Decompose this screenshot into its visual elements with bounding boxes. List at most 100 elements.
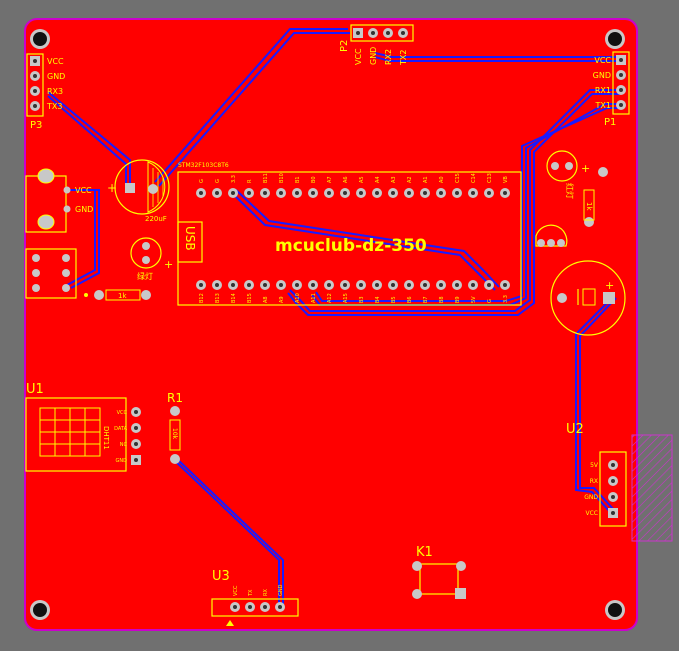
board [24, 18, 638, 631]
mcu-top-pin-label: A3 [391, 176, 397, 183]
power-jack: VCC GND [25, 168, 93, 233]
mcu-bottom-pin-label: B8 [439, 296, 445, 303]
buzzer: + [550, 260, 626, 336]
mcu-top-pin-label: G [199, 179, 205, 183]
mcu-top-pin-label: A2 [407, 176, 413, 183]
header-p1-pin-label: RX1 [595, 86, 611, 95]
u2-label: U2 [566, 422, 584, 437]
u3-pin-label: GND [278, 584, 284, 596]
resistor-left: 1k [84, 289, 151, 301]
mcu-top-pin-label: A1 [423, 176, 429, 183]
resistor-left-value: 1k [118, 292, 127, 300]
header-p1-pin-label: TX1 [595, 101, 611, 110]
mcu-bottom-pin-label: 3.3 [503, 295, 509, 303]
mounting-hole [605, 29, 625, 49]
led-red: + 红灯 [546, 150, 590, 199]
led-green-label: 绿灯 [137, 271, 153, 281]
svg-text:+: + [164, 258, 173, 271]
mcu-bottom-pin-label: A8 [263, 296, 269, 303]
svg-text:+: + [581, 162, 590, 175]
capacitor-value: 220uF [145, 215, 167, 223]
header-p3-pin-label: VCC [47, 57, 64, 66]
mcu-bottom-pin-label: A10 [295, 293, 301, 303]
header-p3-pin-label: GND [47, 72, 65, 81]
mcu-bottom-pin-label: B7 [423, 296, 429, 303]
u2-pin-label: RX [590, 478, 598, 485]
led-green: + 绿灯 [130, 237, 173, 281]
r1-resistor: R1 10k [167, 391, 183, 464]
traces [47, 28, 620, 606]
mcu-bottom-pin-label: B9 [455, 296, 461, 303]
mcu-bottom-pin-label: B13 [215, 293, 221, 303]
mounting-holes [30, 29, 625, 620]
u3-pin-label: RX [263, 589, 269, 596]
mcu-bottom-pin-label: A12 [327, 293, 333, 303]
header-p2-pin-label: TX2 [399, 50, 408, 66]
board-copper-pour [24, 18, 638, 631]
mcu-bottom-pin-label: B5 [391, 296, 397, 303]
u1-pin-label: GND [116, 458, 128, 464]
u3-pin-label: VCC [233, 585, 239, 596]
mcu-top-pin-label: A7 [327, 176, 333, 183]
mcu-top-pin-label: A4 [375, 176, 381, 183]
resistor-right: 1k [583, 167, 608, 227]
header-p1-pin-label: VCC [594, 56, 611, 65]
resistor-right-value: 1k [585, 202, 593, 211]
svg-text:+: + [605, 279, 614, 292]
mcu-top-pin-label: C15 [455, 173, 461, 183]
header-p1-pin-label: GND [593, 71, 611, 80]
mounting-hole [30, 29, 50, 49]
mcu-top-pin-label: G [215, 179, 221, 183]
u2-pin-label: 5V [590, 462, 599, 469]
mcu-part-label: STM32F103C8T6 [178, 162, 229, 169]
mcu-top-pin-label: B0 [311, 176, 317, 183]
mcu-bottom-pin-label: B14 [231, 293, 237, 303]
u2-pin-label: VCC [586, 510, 598, 517]
power-switch [25, 248, 77, 299]
mcu-top-pin-label: R [247, 179, 253, 183]
board-title: mcuclub-dz-350 [275, 236, 427, 256]
mcu-top-pin-label: B1 [295, 176, 301, 183]
mcu-bottom-pin-label: B6 [407, 296, 413, 303]
u3-pin-label: TX [248, 589, 254, 597]
u1-pin-label: DATA [114, 426, 127, 432]
mcu-bottom-pin-label: A15 [343, 293, 349, 303]
svg-text:+: + [107, 181, 117, 195]
mcu-bottom-pin-label: A11 [311, 293, 317, 303]
mcu-top-pin-label: A5 [359, 176, 365, 183]
u1-pin-label: NC [120, 442, 128, 448]
mcu-top-pin-label: C14 [471, 173, 477, 183]
k1-button: K1 [412, 545, 466, 599]
header-p3-label: P3 [30, 120, 42, 131]
mcu-bottom-pin-label: A9 [279, 296, 285, 303]
power-vcc-label: VCC [75, 186, 92, 195]
u1-pin-label: VCC [117, 410, 128, 416]
capacitor-220uf: + 220uF [107, 159, 170, 223]
mcu-top-pin-label: A6 [343, 176, 349, 183]
mounting-hole [605, 600, 625, 620]
header-p2-pin-label: RX2 [384, 49, 393, 65]
mcu-usb-label: USB [183, 226, 197, 251]
mcu-bottom-pin-label: B15 [247, 293, 253, 303]
led-red-label: 红灯 [565, 183, 575, 199]
header-p3-pin-label: RX3 [47, 87, 63, 96]
mcu-top-pin-label: B10 [279, 173, 285, 183]
r1-value: 10k [171, 428, 178, 440]
mcu-bottom-pin-label: 5V [471, 296, 477, 303]
r1-label: R1 [167, 391, 183, 405]
mcu-bottom-pin-label: B4 [375, 296, 381, 303]
mcu-bottom-pin-label: G [487, 299, 493, 303]
mcu-board: USB STM32F103C8T6 mcuclub-dz-350 G G 3.3 R B… [177, 162, 522, 306]
k1-label: K1 [416, 545, 433, 560]
header-p2-label: P2 [339, 40, 350, 52]
mounting-hole [30, 600, 50, 620]
mcu-top-pin-label: B11 [263, 173, 269, 183]
